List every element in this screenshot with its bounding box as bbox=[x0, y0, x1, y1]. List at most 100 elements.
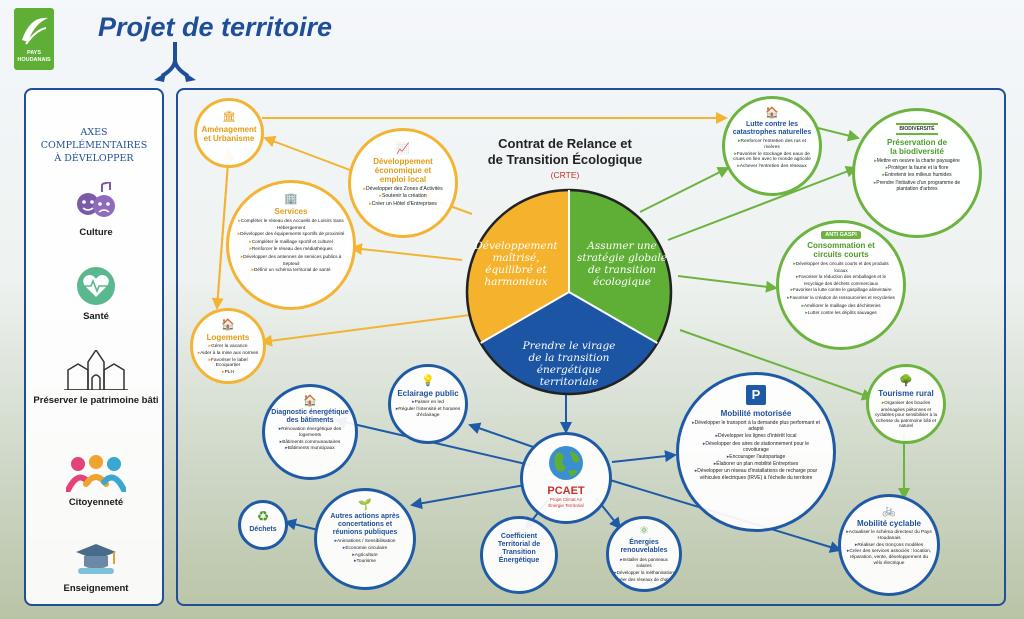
list-item: Compléter le maillage sportif et culture… bbox=[237, 239, 345, 246]
axe-enseignement[interactable]: Enseignement bbox=[26, 538, 166, 594]
list-item: Lutter contre les dépôts sauvages bbox=[787, 310, 895, 317]
house-flood-icon: 🏠 bbox=[765, 106, 779, 119]
axe-label: Santé bbox=[83, 311, 109, 322]
list-item: Prendre l'initiative d'un programme de p… bbox=[863, 180, 971, 192]
axe-patrimoine[interactable]: Préserver le patrimoine bâti bbox=[26, 350, 166, 406]
list-item: Entretenir les milieux humides bbox=[863, 172, 971, 178]
list-item: Créer des services associés : location, … bbox=[846, 549, 932, 566]
list-item: Renforcer l'entretien des rus et rivière… bbox=[730, 139, 814, 151]
bubble-tourisme[interactable]: 🌳 Tourisme rural Organiser des boucles a… bbox=[866, 364, 946, 444]
axe-sante[interactable]: Santé bbox=[26, 266, 166, 322]
bubble-dechets[interactable]: ♻ Déchets bbox=[238, 500, 288, 550]
list-item: Rénovation énergétique des logements bbox=[270, 427, 350, 439]
axe-label: Préserver le patrimoine bâti bbox=[33, 395, 159, 406]
list-item: Créer un Hôtel d'Entreprises bbox=[363, 201, 442, 207]
list-item: Soutenir la création bbox=[363, 193, 442, 199]
biodiversite-badge: BIODIVERSITÉ bbox=[896, 123, 938, 135]
plant-icon: 🌱 bbox=[358, 498, 372, 511]
list-item: Développer les lignes d'intérêt local bbox=[691, 433, 821, 439]
list-item: Favoriser la lutte contre le gaspillage … bbox=[787, 287, 895, 294]
list-item: Aider à la mise aux normes bbox=[197, 351, 259, 357]
parking-icon: P bbox=[746, 385, 766, 405]
biodiversite-list: Mettre en oeuvre la charte paysagère Pro… bbox=[863, 158, 971, 193]
list-item: Développer des aires de stationnement po… bbox=[691, 441, 821, 453]
list-item: Tourisme bbox=[335, 559, 396, 565]
list-item: Compléter le réseau des Accueils de Lois… bbox=[237, 218, 345, 230]
axe-citoyennete[interactable]: Citoyenneté bbox=[26, 452, 166, 508]
list-item: Développer des équipements sportifs de p… bbox=[237, 231, 345, 238]
recycle-icon: ♻ bbox=[256, 507, 270, 524]
energies-list: Installer des panneaux solaires Développ… bbox=[612, 557, 676, 585]
bubble-amenagement[interactable]: 🏛 Aménagement et Urbanisme bbox=[194, 98, 264, 168]
graduation-cap-icon bbox=[74, 538, 118, 578]
church-icon bbox=[64, 350, 128, 390]
dev-eco-list: Développer des Zones d'Activités Souteni… bbox=[363, 186, 443, 208]
list-item: Développer la méthanisation bbox=[612, 570, 676, 576]
axe-label: Enseignement bbox=[63, 583, 129, 594]
list-item: PLH bbox=[197, 370, 259, 376]
list-item: Développer des antennes de services publ… bbox=[237, 254, 345, 266]
bubble-mobilite-cyclable[interactable]: 🚲 Mobilité cyclable Actualiser le schéma… bbox=[838, 494, 940, 596]
list-item: Encourager l'autopartage bbox=[691, 454, 821, 460]
catastrophes-list: Renforcer l'entretien des rus et rivière… bbox=[730, 139, 814, 171]
page-title: Projet de territoire bbox=[98, 12, 333, 42]
list-item: Réguler l'intensité et horaires d'éclair… bbox=[395, 407, 461, 419]
list-item: Améliorer le maillage des déchèteries bbox=[787, 303, 895, 310]
mobilite-motorisee-list: Développer le transport à la demande plu… bbox=[691, 420, 821, 482]
tourism-icon: 🌳 bbox=[899, 374, 913, 387]
crte-pie[interactable] bbox=[454, 186, 684, 398]
left-panel: AXES COMPLÉMENTAIRES À DÉVELOPPER Cultur… bbox=[24, 88, 164, 606]
tourisme-list: Organiser des boucles aménagées piétonne… bbox=[873, 400, 939, 430]
bubble-dev-eco[interactable]: 📈 Développement économique et emploi loc… bbox=[348, 128, 458, 238]
list-item: Favoriser le stockage des eaux de crues … bbox=[730, 152, 814, 164]
list-item: Mettre en oeuvre la charte paysagère bbox=[863, 158, 971, 164]
pie-segment-eco[interactable] bbox=[569, 190, 671, 343]
list-item: Animations / Sensibilisation bbox=[335, 539, 395, 545]
bubble-biodiversite[interactable]: BIODIVERSITÉ Préservation de la biodiver… bbox=[852, 108, 982, 238]
axe-label: Culture bbox=[79, 227, 113, 238]
list-item: Développer un réseau d'installations de … bbox=[691, 468, 821, 480]
list-item: Organiser des boucles aménagées piétonne… bbox=[873, 400, 939, 429]
bubble-eclairage[interactable]: 💡 Eclairage public Passer en led Réguler… bbox=[388, 364, 468, 444]
pcaet-node[interactable]: PCAET Projet Climat Air Énergie Territor… bbox=[520, 432, 612, 524]
heart-pulse-icon bbox=[74, 266, 118, 306]
list-item: Installer des panneaux solaires bbox=[612, 557, 676, 569]
list-item: Élaborer un plan mobilité Entreprises bbox=[691, 461, 821, 467]
crte-abbr: (CRTE) bbox=[550, 170, 580, 180]
house-energy-icon: 🏠 bbox=[303, 394, 317, 407]
globe-icon bbox=[549, 446, 583, 480]
logo-swoosh-icon bbox=[22, 17, 48, 45]
bubble-logements[interactable]: 🏠 Logements Gérer la vacance Aider à la … bbox=[190, 308, 266, 384]
autres-list: Animations / Sensibilisation Économie ci… bbox=[335, 539, 396, 566]
list-item: Créer des réseaux de chaleur bbox=[612, 577, 676, 583]
bicycle-icon: 🚲 bbox=[882, 504, 896, 517]
bubble-autres[interactable]: 🌱 Autres actions après concertations et … bbox=[314, 488, 416, 590]
eclairage-list: Passer en led Réguler l'intensité et hor… bbox=[395, 400, 461, 419]
services-list: Compléter le réseau des Accueils de Lois… bbox=[237, 218, 345, 275]
list-item: Agriculture bbox=[335, 553, 396, 559]
bubble-energies[interactable]: ⚛ Énergies renouvelables Installer des p… bbox=[606, 516, 682, 592]
bubble-catastrophes[interactable]: 🏠 Lutte contre les catastrophes naturell… bbox=[722, 96, 822, 196]
bubble-mobilite-motorisee[interactable]: P Mobilité motorisée Développer le trans… bbox=[676, 372, 836, 532]
bubble-diagnostic[interactable]: 🏠 Diagnostic énergétique des bâtiments R… bbox=[262, 384, 358, 480]
bubble-coefficient[interactable]: Coefficient Territorial de Transition Én… bbox=[480, 516, 558, 594]
bubble-services[interactable]: 🏢 Services Compléter le réseau des Accue… bbox=[226, 180, 356, 310]
crte-title: Contrat de Relance et de Transition Écol… bbox=[487, 136, 643, 167]
pie-label-dev: Développement maîtrisé, équilibré et har… bbox=[474, 240, 558, 288]
house-icon: 🏠 bbox=[221, 318, 235, 331]
logo-text: PAYS HOUDANAIS bbox=[17, 50, 51, 63]
wind-turbine-icon: ⚛ bbox=[639, 524, 649, 537]
logo[interactable]: PAYS HOUDANAIS bbox=[14, 8, 54, 70]
pie-label-eco: Assumer une stratégie globale de transit… bbox=[577, 240, 667, 288]
bubble-consommation[interactable]: ANTI GASPI Consommation et circuits cour… bbox=[776, 220, 906, 350]
list-item: Développer le transport à la demande plu… bbox=[691, 420, 821, 432]
list-item: Définir un schéma territorial de santé bbox=[237, 267, 345, 274]
pie-segment-dev[interactable] bbox=[467, 190, 569, 343]
list-item: Gérer la vacance bbox=[197, 344, 259, 350]
pie-segment-energie[interactable] bbox=[480, 292, 658, 394]
mobilite-cyclable-list: Actualiser le schéma directeur du Pays H… bbox=[846, 530, 932, 568]
list-item: Actualiser le schéma directeur du Pays H… bbox=[846, 530, 932, 542]
services-building-icon: 🏢 bbox=[284, 192, 298, 205]
axe-culture[interactable]: Culture bbox=[26, 182, 166, 238]
building-icon: 🏛 bbox=[222, 110, 236, 123]
